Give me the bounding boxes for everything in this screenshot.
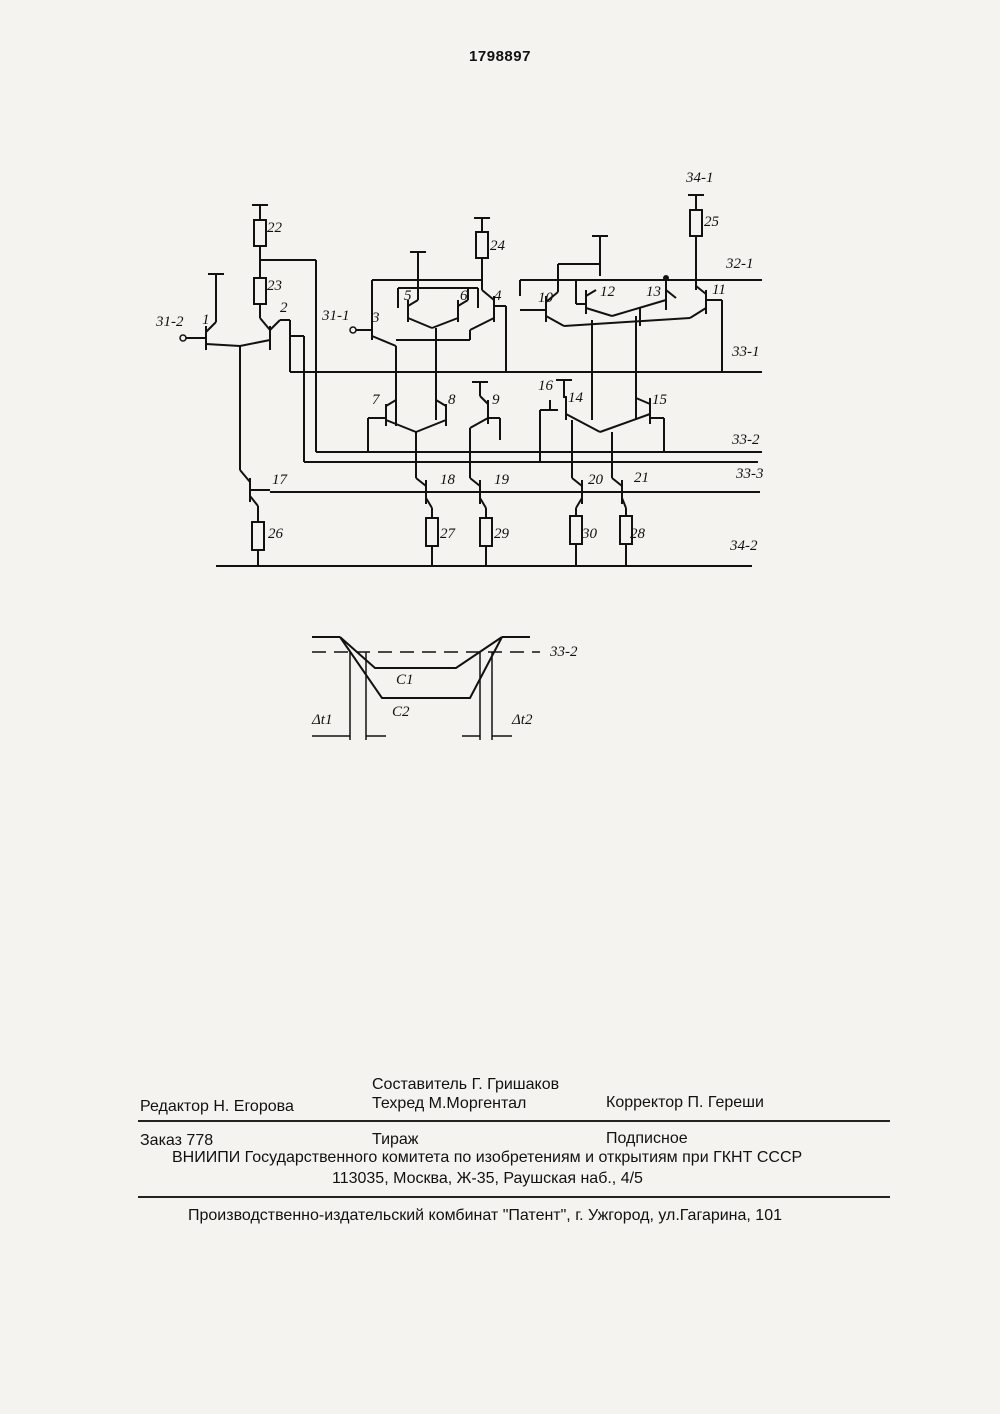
circulation: Тираж <box>372 1131 419 1149</box>
address: 113035, Москва, Ж-35, Раушская наб., 4/5 <box>332 1170 643 1188</box>
compiler: Составитель Г. Гришаков <box>372 1076 559 1094</box>
printer: Производственно-издательский комбинат "П… <box>188 1207 782 1225</box>
editor: Редактор Н. Егорова <box>140 1098 294 1116</box>
techred: Техред М.Моргентал <box>372 1095 526 1113</box>
rule-top <box>138 1120 890 1122</box>
corrector: Корректор П. Гереши <box>606 1094 764 1112</box>
rule-bottom <box>138 1196 890 1198</box>
subscription: Подписное <box>606 1130 688 1148</box>
order: Заказ 778 <box>140 1132 213 1150</box>
organization: ВНИИПИ Государственного комитета по изоб… <box>172 1149 802 1167</box>
